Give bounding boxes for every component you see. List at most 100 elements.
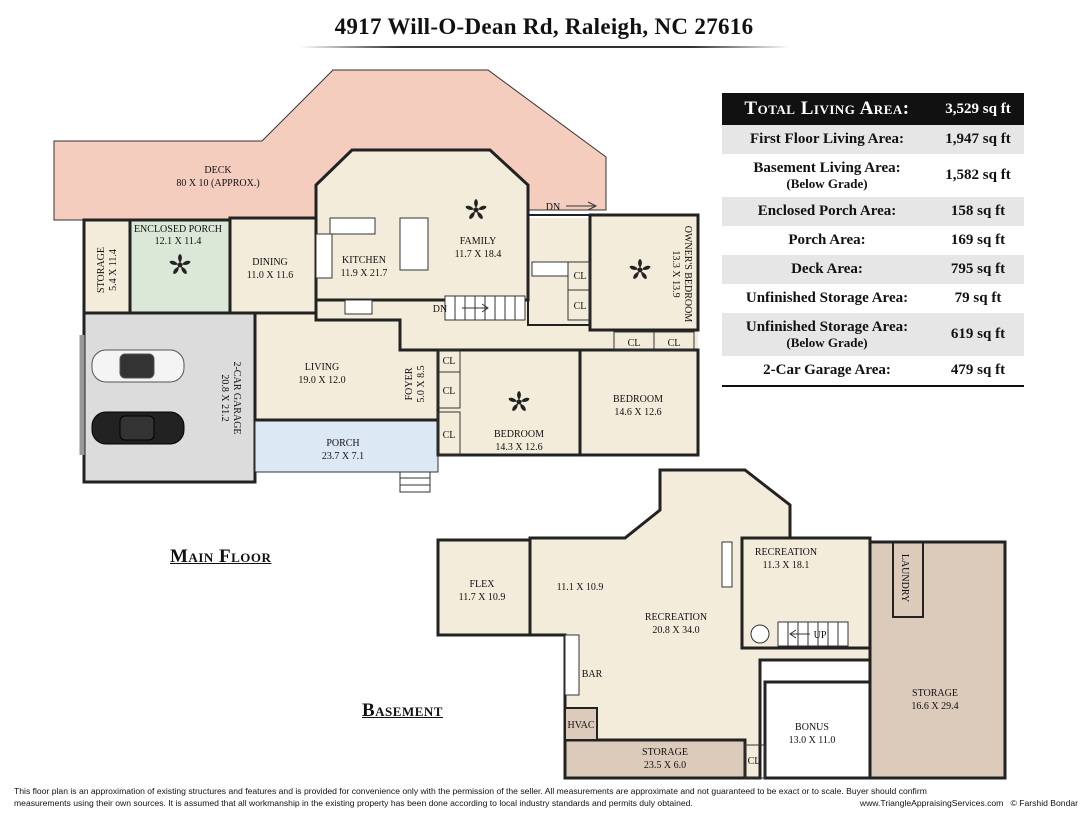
area-row: Porch Area: 169 sq ft	[722, 226, 1024, 255]
label-cl-1: CL	[574, 271, 587, 282]
page-title: 4917 Will-O-Dean Rd, Raleigh, NC 27616	[334, 14, 754, 39]
label-recreation: RECREATION	[645, 612, 707, 623]
area-row-value: 79 sq ft	[954, 290, 1002, 306]
label-porch: PORCH	[326, 438, 359, 449]
label-bonus: BONUS	[795, 722, 829, 733]
label-family: FAMILY	[460, 236, 497, 247]
area-total-value: 3,529 sq ft	[932, 93, 1024, 125]
area-row-value: 1,947 sq ft	[932, 125, 1024, 154]
area-row-label: 2-Car Garage Area:	[722, 356, 932, 387]
disclaimer-footer: This floor plan is an approximation of e…	[14, 785, 1078, 809]
footer-copyright: © Farshid Bondar	[1010, 798, 1078, 808]
dims-recreation: 20.8 X 34.0	[652, 625, 699, 636]
label-bedroom-right: BEDROOM	[613, 394, 663, 405]
area-row: Enclosed Porch Area: 158 sq ft	[722, 197, 1024, 226]
dims-family: 11.7 X 18.4	[455, 249, 502, 260]
kitchen-island	[399, 217, 429, 271]
kitchen-counter-top	[329, 217, 376, 235]
dims-bedroom-left: 14.3 X 12.6	[495, 442, 542, 453]
storage-basement-area	[868, 540, 1007, 780]
dims-bonus: 13.0 X 11.0	[789, 735, 836, 746]
label-living: LIVING	[305, 362, 339, 373]
dims-living: 19.0 X 12.0	[298, 375, 345, 386]
area-row-value: 1,582 sq ft	[945, 167, 1011, 183]
label-cl-5: CL	[443, 356, 456, 367]
dims-storage-basement: 16.6 X 29.4	[911, 701, 958, 712]
main-stairs	[444, 295, 526, 321]
dims-rec-upper: 11.1 X 10.9	[557, 582, 604, 593]
label-cl-2: CL	[574, 301, 587, 312]
area-row-label-sub: (Below Grade)	[786, 176, 868, 191]
bar-counter	[564, 634, 580, 696]
label-cl-4: CL	[668, 338, 681, 349]
kitchen-counter-side	[315, 233, 333, 279]
area-row-label-sub: (Below Grade)	[786, 335, 868, 350]
deck-stairs-arrow	[566, 201, 598, 211]
area-row-value: 158 sq ft	[932, 197, 1024, 226]
area-row: First Floor Living Area: 1,947 sq ft	[722, 125, 1024, 154]
living-walls	[253, 300, 440, 422]
area-total-row: Total Living Area: 3,529 sq ft	[722, 93, 1024, 125]
laundry-walls	[892, 541, 924, 618]
dims-flex: 11.7 X 10.9	[459, 592, 506, 603]
area-row: Unfinished Storage Area: 79 sq ft	[722, 284, 1024, 313]
label-kitchen: KITCHEN	[342, 255, 386, 266]
label-garage: 2-CAR GARAGE	[231, 361, 242, 434]
area-row-label: Deck Area:	[722, 255, 932, 284]
footer-website: www.TriangleAppraisingServices.com	[859, 798, 1004, 808]
dims-bedroom-right: 14.6 X 12.6	[614, 407, 661, 418]
label-hvac: HVAC	[567, 720, 594, 731]
rec-fireplace	[721, 541, 733, 588]
closet-cl4	[653, 331, 695, 351]
disclaimer-line-1: This floor plan is an approximation of e…	[14, 786, 927, 796]
label-cl-6: CL	[443, 386, 456, 397]
label-deck: DECK	[204, 165, 232, 176]
kitchen-counter-bottom	[344, 299, 373, 315]
label-enclosed-porch: ENCLOSED PORCH	[134, 224, 222, 235]
hvac-area	[564, 707, 598, 741]
closet-cl7	[437, 411, 461, 456]
dims-kitchen: 11.9 X 21.7	[341, 268, 388, 279]
title-underline	[300, 46, 790, 48]
dims-storage-main: 5.4 X 11.4	[108, 249, 119, 291]
car-white	[91, 349, 185, 383]
footer-credits: www.TriangleAppraisingServices.com © Far…	[860, 797, 1078, 809]
disclaimer-line-2: measurements using their own sources. It…	[14, 798, 693, 808]
water-heater	[750, 624, 770, 644]
label-owners-bedroom: OWNER'S BEDROOM	[682, 226, 693, 323]
area-summary-table: Total Living Area: 3,529 sq ft First Flo…	[722, 93, 1024, 387]
car-black	[91, 411, 185, 445]
area-row-label: Enclosed Porch Area:	[722, 197, 932, 226]
dims-storage-bottom: 23.5 X 6.0	[644, 760, 686, 771]
area-row: 2-Car Garage Area: 479 sq ft	[722, 356, 1024, 387]
area-row-label: Basement Living Area: (Below Grade)	[722, 154, 932, 197]
dims-recreation2: 11.3 X 18.1	[763, 560, 810, 571]
dims-foyer: 5.0 X 8.5	[416, 365, 427, 402]
label-bedroom-left: BEDROOM	[494, 429, 544, 440]
label-flex: FLEX	[470, 579, 496, 590]
area-total-label: Total Living Area:	[722, 93, 932, 125]
area-row: Basement Living Area: (Below Grade) 1,58…	[722, 154, 1024, 197]
area-row: Unfinished Storage Area: (Below Grade) 6…	[722, 313, 1024, 356]
area-row-label: Unfinished Storage Area: (Below Grade)	[722, 313, 932, 356]
area-row-value: 479 sq ft	[932, 356, 1024, 387]
dims-enclosed-porch: 12.1 X 11.4	[155, 236, 202, 247]
porch-steps	[399, 471, 431, 493]
label-dn-stairs: DN	[433, 304, 447, 315]
basement-heading: Basement	[362, 700, 443, 721]
label-foyer: FOYER	[404, 367, 415, 400]
area-row-label-main: Basement Living Area:	[753, 160, 901, 176]
area-row-label: Unfinished Storage Area:	[745, 290, 909, 306]
storage-bottom-area	[563, 738, 747, 780]
closet-cl2	[567, 289, 591, 321]
label-laundry: LAUNDRY	[899, 554, 910, 602]
area-row-value: 169 sq ft	[950, 232, 1006, 248]
label-dn-deck: DN	[546, 202, 560, 213]
label-cl-3: CL	[628, 338, 641, 349]
bonus-walls	[763, 680, 872, 780]
closet-cl6	[437, 371, 461, 409]
label-bar: BAR	[582, 669, 603, 680]
label-storage-bottom: STORAGE	[642, 747, 688, 758]
storage-main-area	[82, 218, 132, 315]
label-cl-basement: CL	[748, 756, 761, 767]
